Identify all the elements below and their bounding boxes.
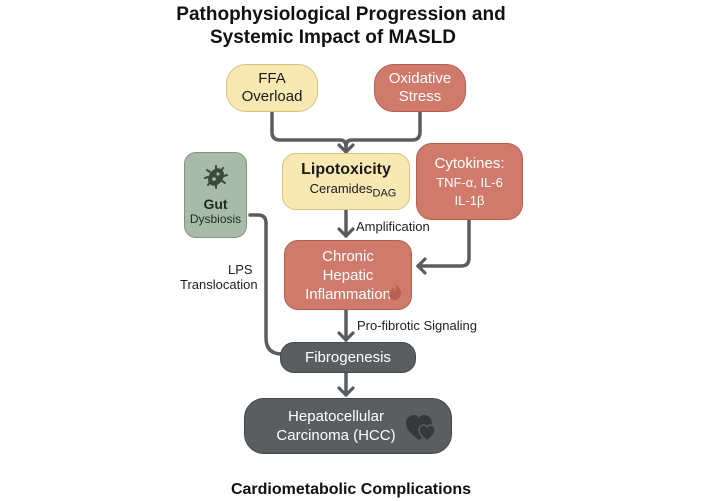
label-lps: LPS [228, 262, 253, 277]
inflammation-line1: Chronic [322, 247, 374, 265]
arrowhead-hcc [337, 386, 355, 397]
gut-line1: Gut [203, 195, 228, 212]
edge-oxidative-to-lipotoxicity [344, 110, 422, 148]
oxidative-line1: Oxidative [388, 70, 452, 87]
lipotoxicity-dag: DAG [372, 187, 397, 200]
label-amplification: Amplification [356, 219, 430, 234]
cytokines-line3: IL-1β [454, 192, 485, 208]
diagram-title-line1: Pathophysiological Progression and [176, 4, 506, 25]
node-oxidative-stress: Oxidative Stress [374, 64, 466, 112]
flame-icon [388, 282, 402, 300]
edge-ffa-to-lipotoxicity [270, 108, 348, 154]
bacteria-icon [203, 164, 228, 189]
arrowhead-inflammation-right [416, 257, 427, 275]
hcc-line2: Carcinoma (HCC) [276, 427, 396, 444]
lipotoxicity-sub: CeramidesDAG [296, 180, 397, 203]
node-hcc: Hepatocellular Carcinoma (HCC) [244, 398, 452, 454]
node-chronic-hepatic-inflammation: Chronic Hepatic Inflammation [284, 240, 412, 310]
inflammation-line2: Hepatic [322, 266, 374, 284]
ffa-line2: Overload [241, 88, 303, 105]
inflammation-line3: Inflammation [305, 285, 391, 303]
hcc-line1: Hepatocellular [288, 408, 384, 425]
node-lipotoxicity: Lipotoxicity CeramidesDAG [282, 153, 410, 210]
ffa-line1: FFA [258, 70, 286, 87]
footer-cardiometabolic: Cardiometabolic Complications [230, 481, 472, 498]
arrowhead-fibrogenesis [337, 331, 355, 342]
oxidative-line2: Stress [398, 88, 442, 105]
hearts-icon [406, 415, 436, 442]
diagram-title-line2: Systemic Impact of MASLD [210, 27, 456, 48]
lipotoxicity-ceramides: Ceramides [309, 181, 373, 197]
node-fibrogenesis: Fibrogenesis [280, 342, 416, 373]
gut-line2: Dysbiosis [189, 211, 242, 226]
cytokines-line2: TNF-α, IL-6 [436, 174, 503, 190]
label-translocation: Translocation [180, 277, 258, 292]
edge-cytokines-to-inflammation [416, 218, 471, 268]
fibrogenesis-label: Fibrogenesis [305, 349, 391, 366]
node-cytokines: Cytokines: TNF-α, IL-6 IL-1β [416, 143, 523, 220]
label-profibrotic-signaling: Pro-fibrotic Signaling [357, 318, 477, 333]
edge-gut-to-fibrogenesis [248, 213, 284, 356]
lipotoxicity-title: Lipotoxicity [301, 161, 391, 179]
node-gut-dysbiosis: Gut Dysbiosis [184, 152, 247, 238]
cytokines-line1: Cytokines: [434, 154, 505, 172]
arrowhead-inflammation-top [337, 227, 355, 238]
node-ffa-overload: FFA Overload [226, 64, 318, 112]
arrowhead-lipotoxicity [337, 143, 355, 154]
